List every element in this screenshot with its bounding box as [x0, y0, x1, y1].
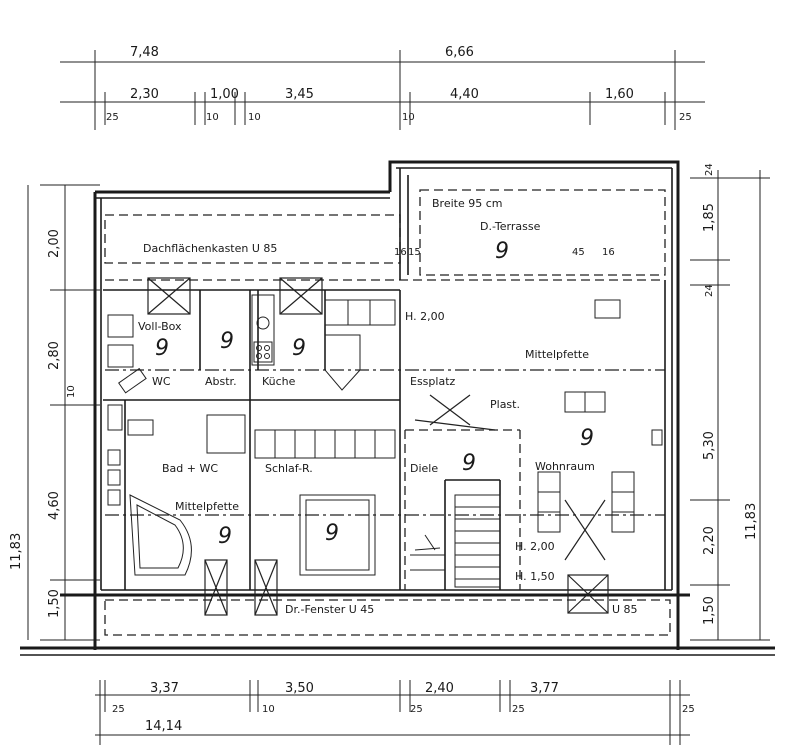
label-wohnraum: Wohnraum	[535, 460, 595, 473]
dim-bottom-small-1: 25	[112, 704, 125, 715]
dim-bottom-small-4: 25	[512, 704, 525, 715]
dim-bottom-small-3: 25	[410, 704, 423, 715]
outer-walls	[20, 160, 775, 656]
room-mark: 9	[325, 521, 339, 546]
dim-terrace-small-4: 16	[394, 247, 407, 258]
kitchen-fixtures	[251, 294, 396, 391]
room-mark: 9	[580, 426, 594, 451]
dim-bottom-small-5: 25	[682, 704, 695, 715]
dim-left-total: 11,83	[9, 533, 24, 570]
label-schlaf: Schlaf-R.	[265, 462, 313, 475]
room-labels: Dachflächenkasten U 85 Breite 95 cm D.-T…	[138, 197, 638, 616]
dim-terrace-small-1: 15	[408, 247, 421, 258]
dim-bottom-total: 14,14	[145, 719, 182, 734]
room-mark: 9	[155, 336, 169, 361]
label-mittelpfette-1: Mittelpfette	[525, 348, 589, 361]
label-vollbox: Voll-Box	[138, 320, 182, 333]
label-h200: H. 2,00	[405, 310, 445, 323]
dim-right-small-2: 24	[704, 284, 715, 297]
dim-bottom-2: 3,50	[285, 681, 314, 696]
dim-bottom-1: 3,37	[150, 681, 179, 696]
dim-right-4: 1,50	[702, 596, 717, 625]
dim-top-outer-2: 6,66	[445, 45, 474, 60]
bathroom-fixtures	[107, 314, 192, 576]
dim-bottom-3: 2,40	[425, 681, 454, 696]
dim-right-small-1: 24	[704, 163, 715, 176]
dim-top-small-1: 25	[106, 112, 119, 123]
label-wc: WC	[152, 375, 171, 388]
label-abstr: Abstr.	[205, 375, 237, 388]
label-kueche: Küche	[262, 375, 296, 388]
label-terrasse: D.-Terrasse	[480, 220, 541, 233]
room-mark: 9	[462, 451, 476, 476]
left-dimension-chain: 2,00 2,80 10 4,60 1,50 11,83	[9, 184, 100, 641]
dim-top-inner-5: 1,60	[605, 87, 634, 102]
dim-top-outer-1: 7,48	[130, 45, 159, 60]
dim-right-3: 2,20	[702, 526, 717, 555]
label-u85: U 85	[612, 603, 638, 616]
dim-top-inner-2: 1,00	[210, 87, 239, 102]
interior-walls	[103, 168, 666, 590]
dashed-lines	[104, 189, 671, 636]
dim-top-inner-1: 2,30	[130, 87, 159, 102]
dim-top-small-2: 10	[206, 112, 219, 123]
dim-right-total: 11,83	[744, 503, 759, 540]
room-mark: 9	[495, 239, 509, 264]
bottom-dimension-chain: 3,37 3,50 2,40 3,77 25 10 25 25 25 14,14	[95, 680, 695, 745]
dim-left-1: 2,00	[47, 229, 62, 258]
dim-left-3: 10	[66, 385, 77, 398]
label-h150: H. 1,50	[515, 570, 555, 583]
stairs	[410, 494, 501, 588]
dim-right-1: 1,85	[702, 203, 717, 232]
dim-top-small-3: 10	[248, 112, 261, 123]
room-mark: 9	[292, 336, 306, 361]
label-dr-fenster: Dr.-Fenster U 45	[285, 603, 374, 616]
dim-top-small-5: 25	[679, 112, 692, 123]
label-mittelpfette-2: Mittelpfette	[175, 500, 239, 513]
dim-bottom-small-2: 10	[262, 704, 275, 715]
skylights	[147, 277, 609, 616]
living-room-fixtures	[537, 299, 663, 533]
label-diele: Diele	[410, 462, 438, 475]
room-mark: 9	[220, 329, 234, 354]
top-dimension-chain: 7,48 6,66 2,30 1,00 3,45 4,40 1,60 25 10…	[60, 45, 705, 130]
dim-top-inner-4: 4,40	[450, 87, 479, 102]
bedroom-fixtures	[206, 414, 396, 576]
label-h200-b: H. 2,00	[515, 540, 555, 553]
dim-left-2: 2,80	[47, 341, 62, 370]
label-plast: Plast.	[490, 398, 520, 411]
label-essplatz: Essplatz	[410, 375, 456, 388]
dim-left-5: 1,50	[47, 589, 62, 618]
dim-bottom-4: 3,77	[530, 681, 559, 696]
dim-top-inner-3: 3,45	[285, 87, 314, 102]
label-bad: Bad + WC	[162, 462, 218, 475]
dim-left-4: 4,60	[47, 491, 62, 520]
label-terrasse-note: Breite 95 cm	[432, 197, 503, 210]
dim-terrace-small-2: 45	[572, 247, 585, 258]
right-dimension-chain: 1,85 5,30 2,20 1,50 11,83 24 24	[690, 163, 770, 641]
label-dachflaechenkasten: Dachflächenkasten U 85	[143, 242, 277, 255]
dim-right-2: 5,30	[702, 431, 717, 460]
dim-top-small-4: 10	[402, 112, 415, 123]
dim-terrace-small-3: 16	[602, 247, 615, 258]
room-mark: 9	[218, 524, 232, 549]
room-marks: 9 9 9 9 9 9 9 9 9	[155, 239, 594, 549]
